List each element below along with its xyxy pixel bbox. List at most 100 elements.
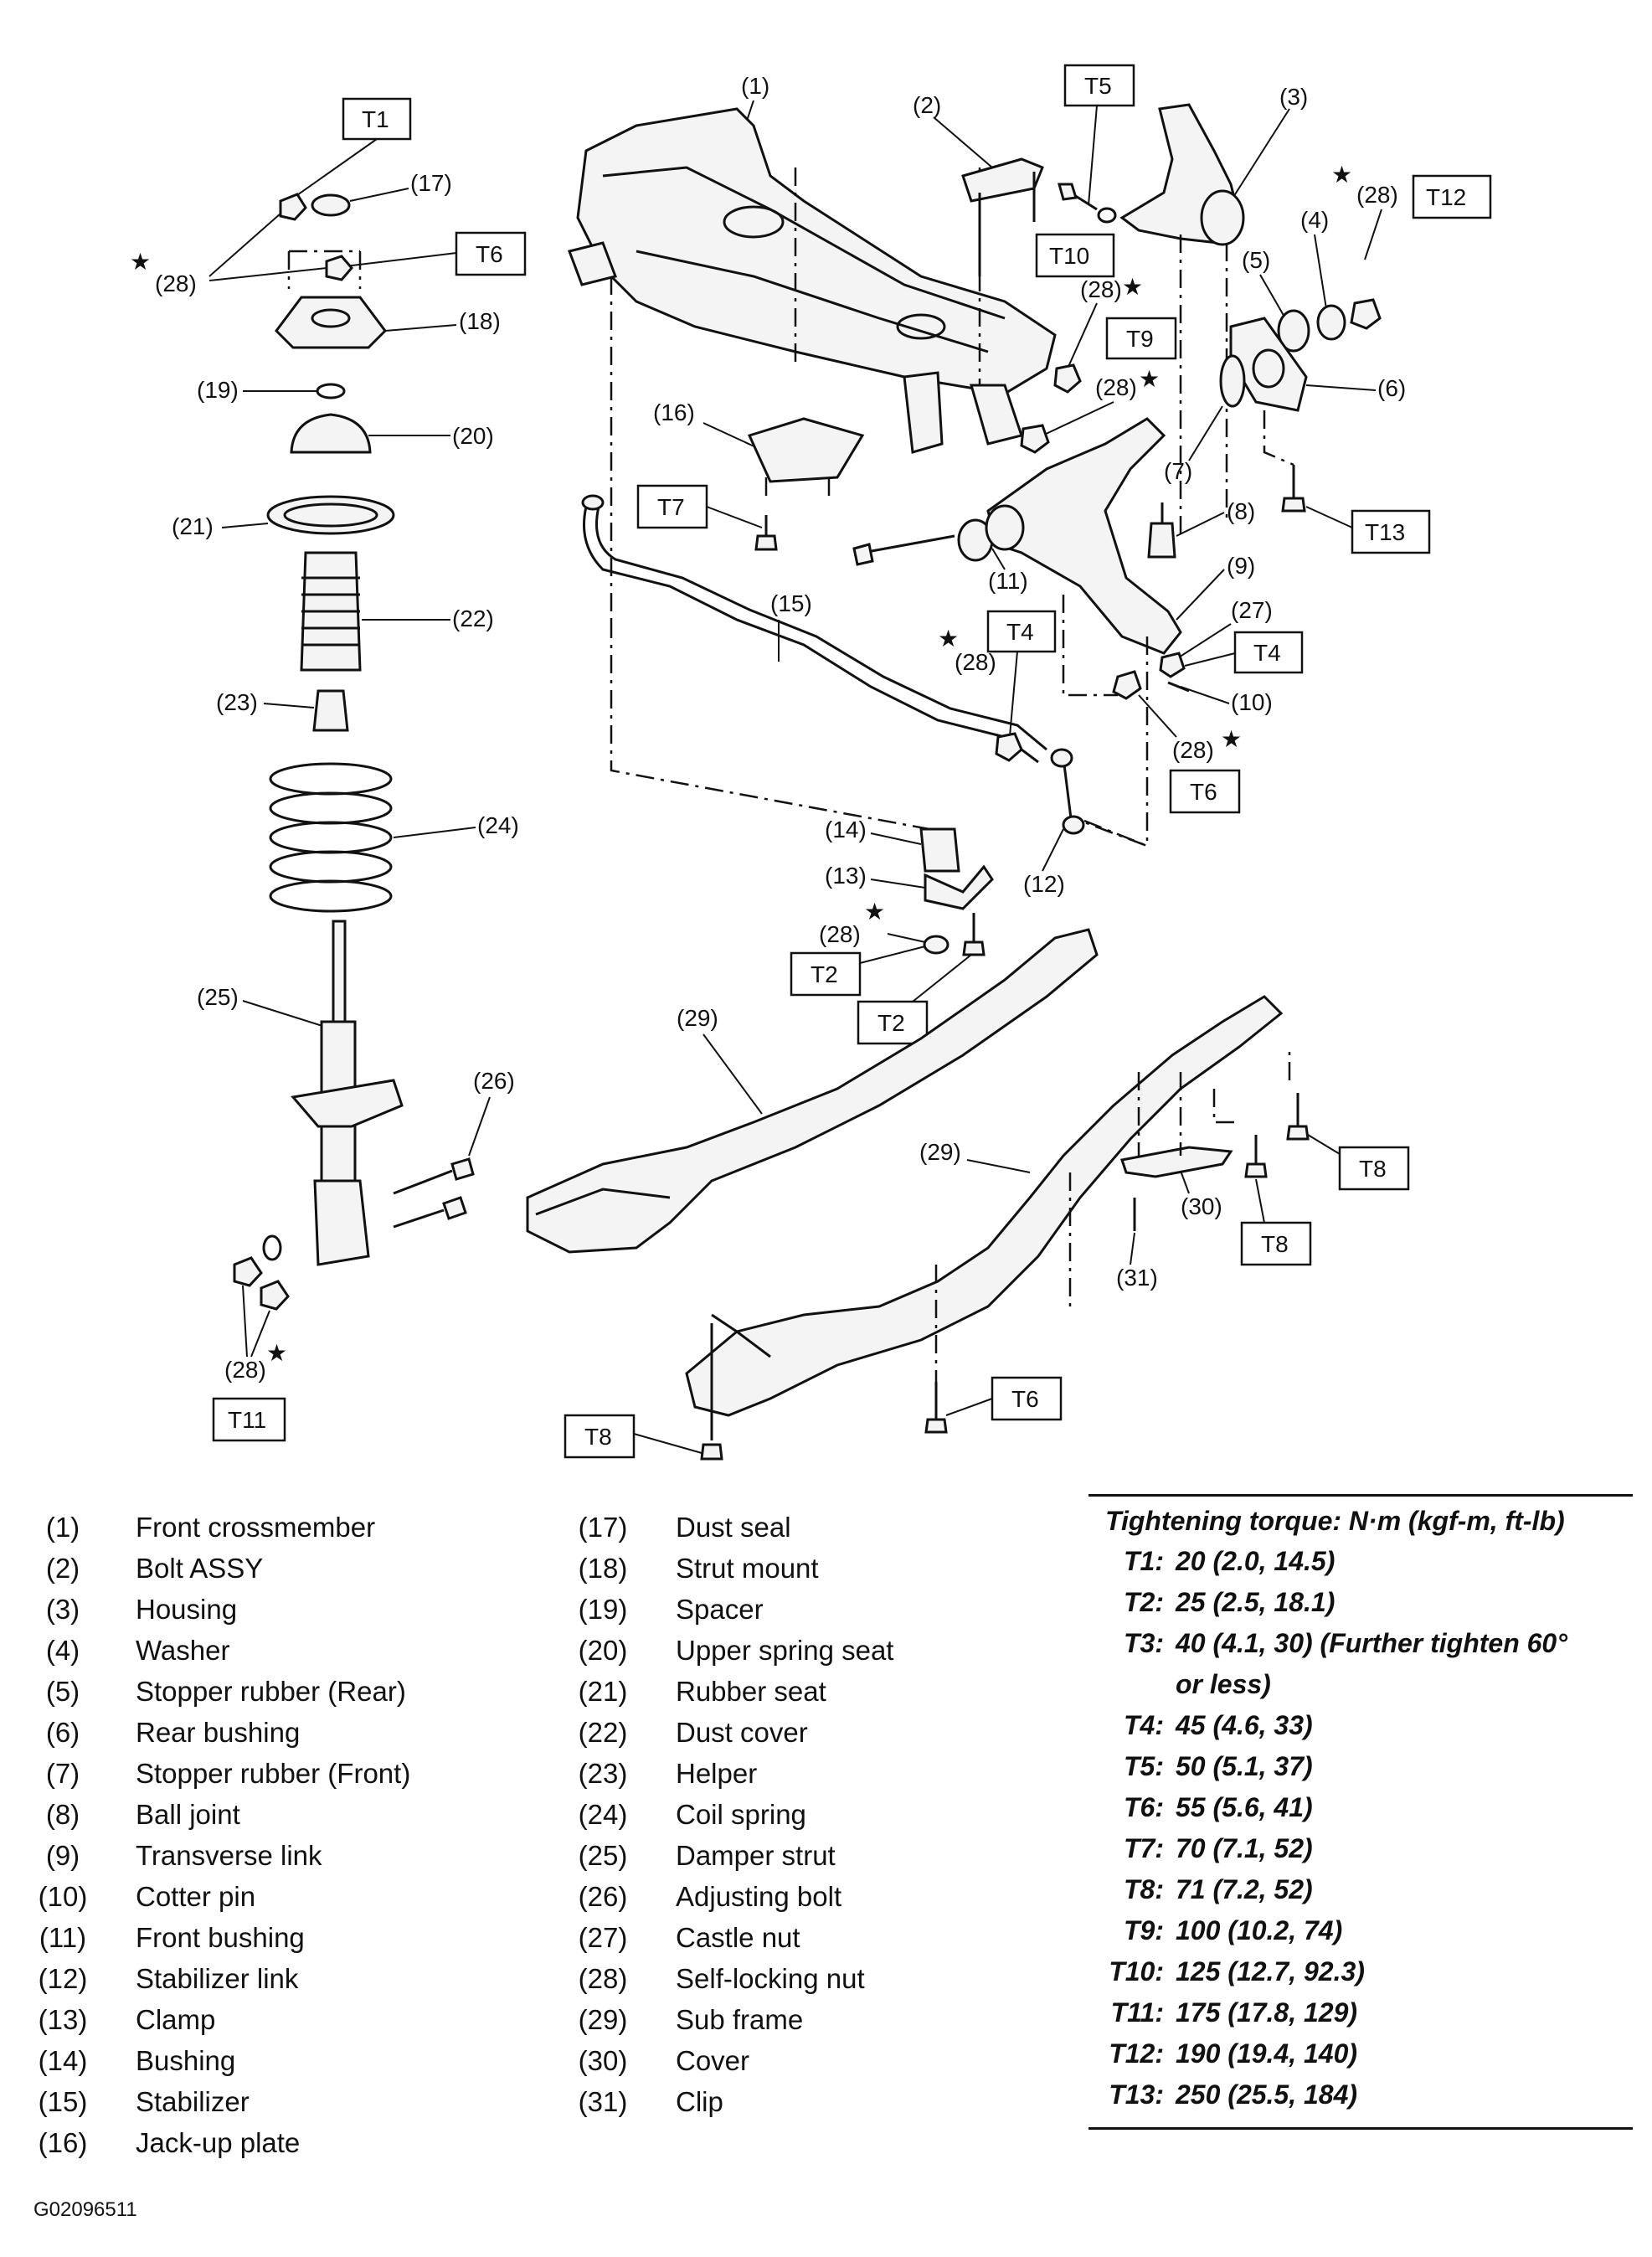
torque-box-t11 xyxy=(212,1397,286,1442)
callout-28-t6-link: (28) xyxy=(1172,737,1214,763)
torque-box-t7-label: T7 xyxy=(657,494,685,520)
torque-box-t10 xyxy=(1035,233,1115,278)
legend-part-name: Helper xyxy=(676,1758,758,1789)
cotter-pin-part xyxy=(1167,681,1190,693)
legend-part-name: Castle nut xyxy=(676,1922,800,1953)
legend-row: (28)Self-locking nut xyxy=(565,1959,1084,1999)
legend-part-number: (21) xyxy=(578,1676,628,1707)
torque-box-t4-stab xyxy=(986,610,1057,653)
legend-part-name: Clamp xyxy=(136,2004,216,2035)
legend-part-name: Self-locking nut xyxy=(676,1963,865,1994)
torque-box-t13-label: T13 xyxy=(1365,519,1405,545)
torque-key: T3: xyxy=(1124,1628,1164,1658)
self-locking-nut-lower-1 xyxy=(233,1256,263,1287)
callout-31: (31) xyxy=(1116,1265,1158,1291)
callout-18: (18) xyxy=(459,308,501,334)
legend-part-number: (13) xyxy=(38,2004,88,2035)
legend-row: (7)Stopper rubber (Front) xyxy=(25,1754,544,1794)
callout-13: (13) xyxy=(825,863,867,889)
legend-part-name: Stopper rubber (Front) xyxy=(136,1758,411,1789)
torque-box-t6-subframe-label: T6 xyxy=(1011,1386,1039,1412)
torque-key: T9: xyxy=(1124,1915,1164,1945)
exploded-suspension-diagram: T1 (17) T6 ★ (28) (18) (19) (20) xyxy=(130,64,1492,1461)
legend-part-number: (9) xyxy=(45,1840,80,1871)
torque-box-t2-a xyxy=(790,951,862,997)
stopper-rubber-front-part xyxy=(1219,354,1246,408)
legend-row: (1)Front crossmember xyxy=(25,1507,544,1548)
torque-header-rule xyxy=(1088,1494,1633,1497)
stabilizer-group: (15) (16) T7 ★ (28) T4 (12) (14) xyxy=(581,399,1148,1045)
torque-key: T10: xyxy=(1109,1956,1164,1986)
legend-part-name: Transverse link xyxy=(136,1840,322,1871)
castle-nut-part xyxy=(1159,652,1186,678)
jack-up-plate-part xyxy=(747,417,865,483)
callout-7: (7) xyxy=(1164,458,1192,484)
legend-part-name: Upper spring seat xyxy=(676,1635,894,1666)
self-locking-nut-t6-link xyxy=(1112,670,1142,700)
self-locking-nut-stab xyxy=(995,732,1023,762)
legend-part-number: (23) xyxy=(578,1758,628,1789)
torque-value: 55 (5.6, 41) xyxy=(1176,1792,1313,1822)
legend-part-number: (8) xyxy=(45,1799,80,1830)
torque-box-t7 xyxy=(636,484,708,529)
torque-value: 25 (2.5, 18.1) xyxy=(1176,1587,1335,1617)
torque-box-t2-b xyxy=(857,1000,929,1045)
legend-part-number: (10) xyxy=(38,1881,88,1912)
callout-3: (3) xyxy=(1279,84,1308,110)
legend-row: (12)Stabilizer link xyxy=(25,1959,544,1999)
legend-part-number: (4) xyxy=(45,1635,80,1666)
torque-key: T11: xyxy=(1110,1997,1164,2028)
torque-value: 190 (19.4, 140) xyxy=(1176,2038,1358,2069)
legend-part-name: Spacer xyxy=(676,1594,764,1625)
legend-part-name: Dust seal xyxy=(676,1512,791,1543)
torque-box-t2-b-label: T2 xyxy=(877,1010,905,1036)
torque-box-t6-strut xyxy=(455,231,527,276)
callout-28-t9: (28) xyxy=(1095,374,1137,400)
torque-key: T13: xyxy=(1109,2079,1164,2110)
torque-key: T5: xyxy=(1124,1751,1164,1781)
legend-row: (10)Cotter pin xyxy=(25,1877,544,1917)
legend-row: (11)Front bushing xyxy=(25,1918,544,1958)
legend-part-number: (30) xyxy=(578,2045,628,2076)
callout-10: (10) xyxy=(1231,689,1273,715)
legend-part-number: (25) xyxy=(578,1840,628,1871)
legend-row: (14)Bushing xyxy=(25,2041,544,2081)
legend-part-number: (18) xyxy=(578,1553,628,1584)
legend-row: (5)Stopper rubber (Rear) xyxy=(25,1672,544,1712)
callout-28-strut-bottom: (28) xyxy=(224,1357,266,1383)
legend-part-number: (20) xyxy=(578,1635,628,1666)
torque-box-t8-right-label: T8 xyxy=(1359,1156,1387,1182)
legend-part-name: Cover xyxy=(676,2045,750,2076)
transverse-link-part xyxy=(986,417,1182,655)
torque-footer-rule xyxy=(1088,2127,1633,2130)
torque-value: 45 (4.6, 33) xyxy=(1176,1710,1313,1740)
callout-19: (19) xyxy=(197,377,239,403)
callout-20: (20) xyxy=(452,423,494,449)
star-28-t10: ★ xyxy=(1122,274,1143,300)
legend-part-name: Washer xyxy=(136,1635,230,1666)
legend-row: (13) Clamp xyxy=(25,2000,544,2040)
torque-header: Tightening torque: N·m (kgf-m, ft-lb) xyxy=(1105,1506,1565,1536)
legend-row: (8)Ball joint xyxy=(25,1795,544,1835)
legend-row: (16)Jack-up plate xyxy=(25,2123,544,2163)
torque-value-continued: or less) xyxy=(1176,1669,1271,1699)
legend-part-number: (16) xyxy=(38,2127,88,2158)
star-28-t9: ★ xyxy=(1139,366,1160,392)
legend-row: (25)Damper strut xyxy=(565,1836,1084,1876)
legend-row: (3)Housing xyxy=(25,1590,544,1630)
legend-row: (2)Bolt ASSY xyxy=(25,1548,544,1589)
sub-frame-group: (29) (29) (30) (31) T8 T8 T6 xyxy=(526,928,1410,1461)
front-bushing-part xyxy=(985,504,1025,551)
sub-frame-lower-part xyxy=(685,995,1284,1417)
legend-row: (21)Rubber seat xyxy=(565,1672,1084,1712)
legend-part-name: Stopper rubber (Rear) xyxy=(136,1676,406,1707)
self-locking-nut-lower-2 xyxy=(260,1280,290,1311)
legend-row: (27)Castle nut xyxy=(565,1918,1084,1958)
legend-row: (15)Stabilizer xyxy=(25,2082,544,2122)
torque-key: T2: xyxy=(1124,1587,1164,1617)
legend-part-name: Clip xyxy=(676,2086,723,2117)
torque-key: T1: xyxy=(1124,1546,1164,1576)
helper-part xyxy=(312,689,349,732)
torque-box-t9-label: T9 xyxy=(1126,326,1154,352)
torque-box-t11-label: T11 xyxy=(228,1407,266,1433)
